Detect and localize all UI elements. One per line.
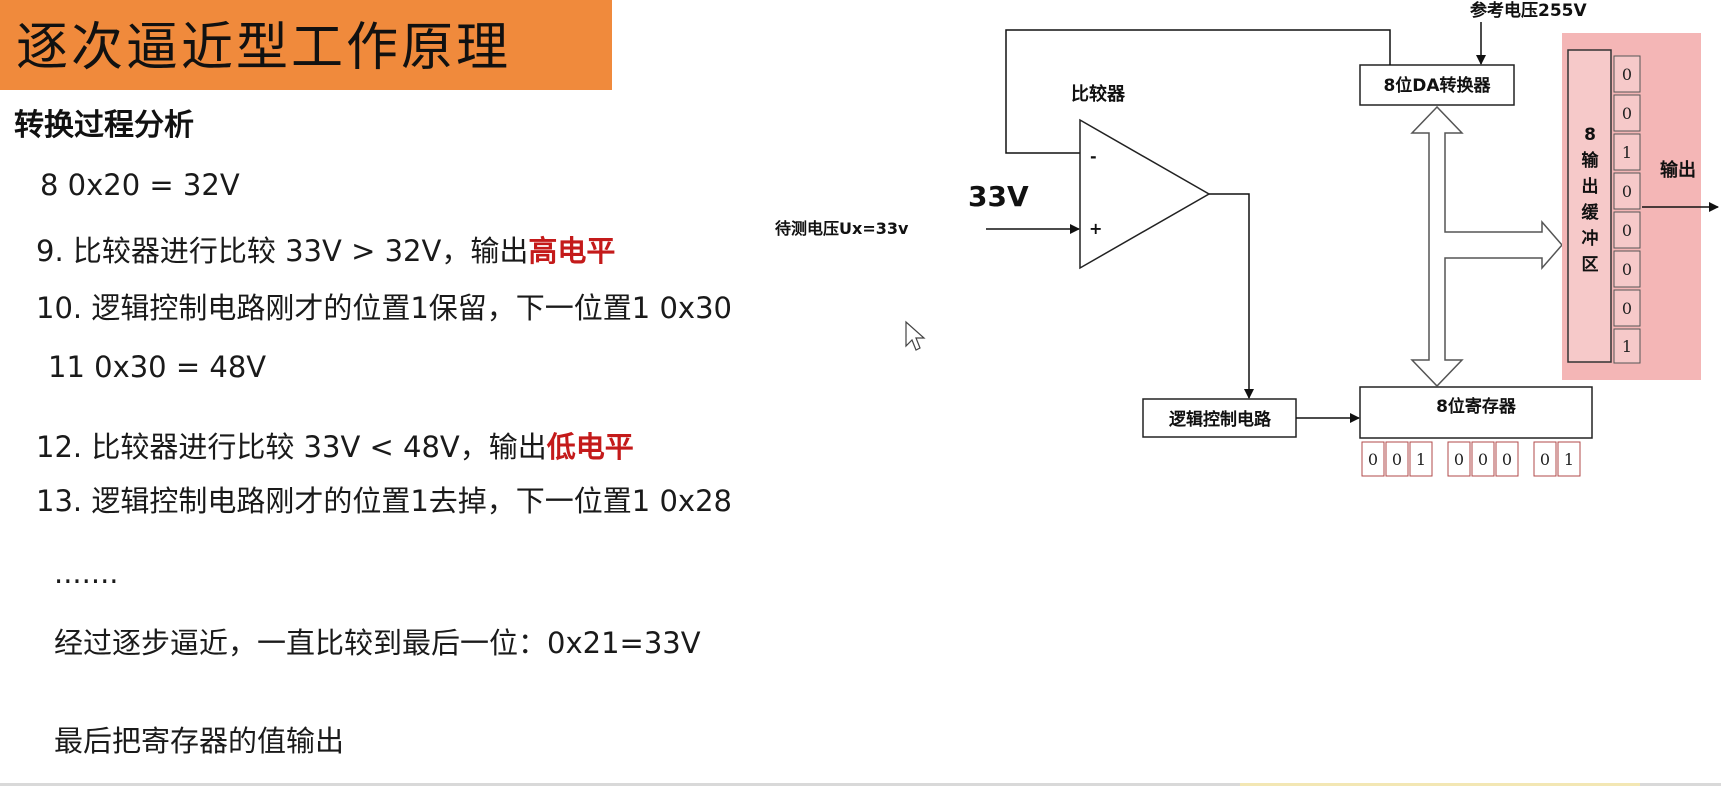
mouse-cursor-icon [905,320,926,351]
data-bus-arrow [1410,105,1563,388]
register-bit-cell [1533,441,1557,477]
output-buffer-label: 8 输 出 缓 冲 区 [1582,125,1600,275]
output-buffer-bits: 0 0 1 0 0 0 0 1 [1613,55,1641,364]
buffer-bit: 1 [1622,143,1632,162]
high-level-text: 高电平 [528,234,616,268]
register-bit-cell [1361,441,1385,477]
step-13-line: 13. 逻辑控制电路刚才的位置1去掉，下一位置1 0x28 [36,484,732,518]
output-buffer-char: 区 [1582,255,1599,275]
buffer-bit-cell [1613,172,1641,210]
input-voltage-label: 待测电压Ux=33v [775,219,909,238]
input-voltage-value: 33V [968,180,1029,213]
buffer-bit-cell [1613,289,1641,327]
slide-title: 逐次逼近型工作原理 [0,0,612,90]
step-9-line: 9. 比较器进行比较 33V > 32V，输出高电平 [36,228,615,270]
step-11-line: 11 0x30 = 48V [48,350,267,384]
output-buffer-char: 输 [1582,150,1600,171]
register-bit-cell [1471,441,1495,477]
slide-subtitle: 转换过程分析 [14,108,194,143]
output-register-line: 最后把寄存器的值输出 [54,724,345,758]
comparator-plus-sign: + [1089,219,1102,238]
buffer-bit: 0 [1622,65,1632,84]
register-bit: 0 [1454,450,1464,469]
dac-feedback-wire [1005,29,1391,154]
buffer-bit-cell [1613,211,1641,249]
register-bit-cell [1495,441,1519,477]
register-bit-cell [1557,441,1581,477]
register-bit-cell [1409,441,1433,477]
register-bit: 1 [1416,450,1426,469]
buffer-bit-cell [1613,55,1641,93]
comparator-symbol [1079,118,1211,270]
register-label: 8位寄存器 [1436,396,1517,417]
buffer-bit: 0 [1622,104,1632,123]
output-buffer-char: 出 [1582,176,1599,197]
slide-bottom-bar [0,783,1721,786]
buffer-bit-cell [1613,250,1641,288]
register-bits: 0 0 1 0 0 0 0 1 [1361,441,1581,477]
step-8-line: 8 0x20 = 32V [40,168,240,202]
buffer-bit-cell [1613,328,1641,364]
step-10-line: 10. 逻辑控制电路刚才的位置1保留，下一位置1 0x30 [36,291,732,325]
register-bit: 1 [1564,450,1574,469]
conclusion-line: 经过逐步逼近，一直比较到最后一位：0x21=33V [54,626,701,660]
buffer-bit-cell [1613,133,1641,171]
step-9-text: 9. 比较器进行比较 33V > 32V，输出 [36,234,529,268]
dac-label: 8位DA转换器 [1383,75,1491,96]
register-bit-cell [1447,441,1471,477]
ellipsis-line: ....... [54,556,119,590]
output-buffer-char: 8 [1584,125,1596,145]
register-bit: 0 [1392,450,1402,469]
buffer-bit: 0 [1622,299,1632,318]
buffer-bit: 0 [1622,260,1632,279]
register-box [1359,386,1593,439]
register-bit-cell [1385,441,1409,477]
buffer-bit: 1 [1622,337,1632,356]
dac-box [1359,64,1515,106]
output-buffer-char: 冲 [1582,228,1599,249]
ref-voltage-label: 参考电压255V [1470,0,1587,21]
output-label: 输出 [1660,159,1696,181]
register-bit: 0 [1502,450,1512,469]
low-level-text: 低电平 [546,430,634,464]
output-buffer-char: 缓 [1582,202,1600,223]
step-12-text: 12. 比较器进行比较 33V < 48V，输出 [36,430,547,464]
buffer-bit-cell [1613,94,1641,132]
comparator-output-wire [1209,193,1254,399]
logic-control-label: 逻辑控制电路 [1169,409,1272,430]
register-bit: 0 [1540,450,1550,469]
comparator-minus-sign: - [1090,147,1097,166]
output-buffer-label-box [1567,49,1612,363]
logic-control-box [1142,398,1297,438]
register-bit: 0 [1368,450,1378,469]
register-bit: 0 [1478,450,1488,469]
comparator-label: 比较器 [1071,83,1126,105]
step-12-line: 12. 比较器进行比较 33V < 48V，输出低电平 [36,424,634,466]
buffer-bit: 0 [1622,221,1632,240]
buffer-bit: 0 [1622,182,1632,201]
